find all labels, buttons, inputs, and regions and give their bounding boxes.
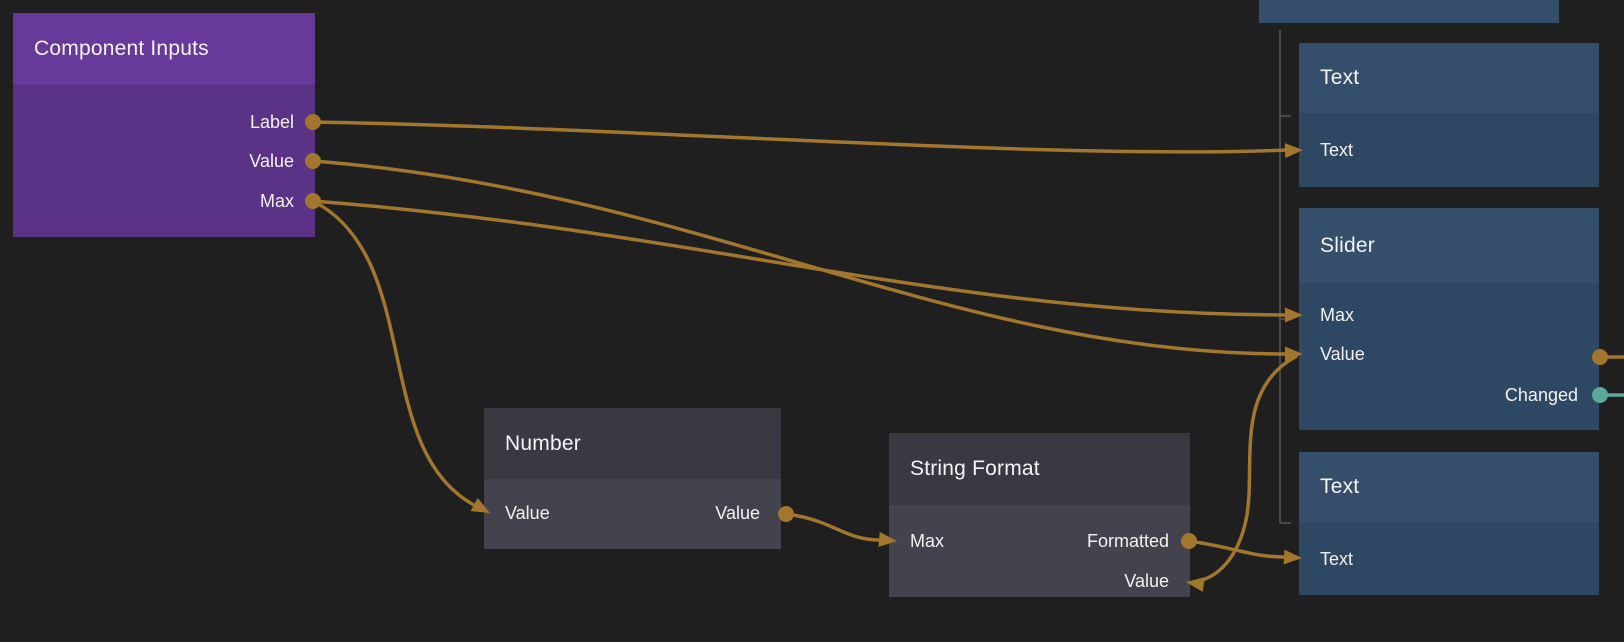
port-label: Changed bbox=[1504, 384, 1578, 405]
port-label-input: Value bbox=[505, 502, 550, 523]
node-string-format[interactable]: String Format Max Formatted Value bbox=[889, 433, 1190, 597]
node-title: Text bbox=[1320, 475, 1360, 498]
port-value-input-output[interactable]: Value bbox=[1299, 339, 1599, 369]
connection-number-to-stringformat-max[interactable] bbox=[785, 512, 882, 542]
port-label: Max bbox=[259, 190, 294, 211]
node-text-bottom[interactable]: Text Text bbox=[1299, 452, 1599, 595]
port-max-input[interactable]: Max bbox=[1299, 300, 1599, 330]
node-component-inputs[interactable]: Component Inputs Label Value Max bbox=[13, 13, 315, 237]
node-body bbox=[484, 479, 781, 549]
node-title: Text bbox=[1320, 66, 1360, 89]
node-header: Slider bbox=[1299, 208, 1599, 283]
port-label-output: Formatted bbox=[1086, 530, 1169, 551]
node-slider[interactable]: Slider Max Value Changed bbox=[1299, 208, 1599, 430]
port-label: Value bbox=[1124, 570, 1169, 591]
node-title: Slider bbox=[1320, 233, 1375, 257]
node-body bbox=[1299, 113, 1599, 187]
port-label: Value bbox=[1320, 343, 1365, 364]
node-text-top[interactable]: Text Text bbox=[1299, 43, 1599, 187]
port-value-output[interactable]: Value bbox=[13, 146, 315, 176]
node-title: Number bbox=[505, 431, 581, 455]
port-label: Text bbox=[1320, 139, 1354, 160]
connection-slider-value-to-stringformat-value[interactable] bbox=[1201, 354, 1298, 582]
connection-label-to-text-top[interactable] bbox=[312, 120, 1288, 154]
node-header: String Format bbox=[889, 433, 1190, 505]
port-changed-output[interactable]: Changed bbox=[1299, 380, 1599, 410]
node-title: String Format bbox=[910, 457, 1040, 480]
port-text-input[interactable]: Text bbox=[1299, 544, 1599, 574]
port-label: Max bbox=[1320, 304, 1355, 325]
connection-max-to-number-value[interactable] bbox=[312, 199, 475, 507]
hierarchy-line bbox=[1279, 30, 1291, 524]
node-partial-top[interactable] bbox=[1259, 0, 1559, 23]
connection-value-to-slider-value[interactable] bbox=[312, 159, 1288, 356]
port-max-output[interactable]: Max bbox=[13, 186, 315, 216]
node-title: Component Inputs bbox=[34, 37, 209, 60]
connection-max-to-slider-max[interactable] bbox=[312, 199, 1288, 317]
port-text-input[interactable]: Text bbox=[1299, 135, 1599, 165]
port-label: Label bbox=[249, 111, 294, 132]
node-body bbox=[13, 85, 315, 237]
node-header: Text bbox=[1299, 43, 1599, 113]
connection-formatted-to-text-bottom[interactable] bbox=[1188, 539, 1287, 559]
port-value-row[interactable]: Value Value bbox=[484, 498, 781, 528]
node-header: Text bbox=[1299, 452, 1599, 522]
port-label-output[interactable]: Label bbox=[13, 107, 315, 137]
node-body bbox=[1299, 283, 1599, 430]
port-max-formatted-row[interactable]: Max Formatted bbox=[889, 526, 1190, 556]
port-label-output: Value bbox=[715, 502, 760, 523]
port-label: Text bbox=[1320, 548, 1354, 569]
port-label: Value bbox=[249, 150, 294, 171]
node-body bbox=[889, 505, 1190, 597]
port-label-input: Max bbox=[910, 530, 945, 551]
node-header: Number bbox=[484, 408, 781, 479]
node-header: Component Inputs bbox=[13, 13, 315, 85]
node-number[interactable]: Number Value Value bbox=[484, 408, 781, 549]
node-body bbox=[1299, 522, 1599, 595]
port-value-input[interactable]: Value bbox=[889, 566, 1190, 596]
